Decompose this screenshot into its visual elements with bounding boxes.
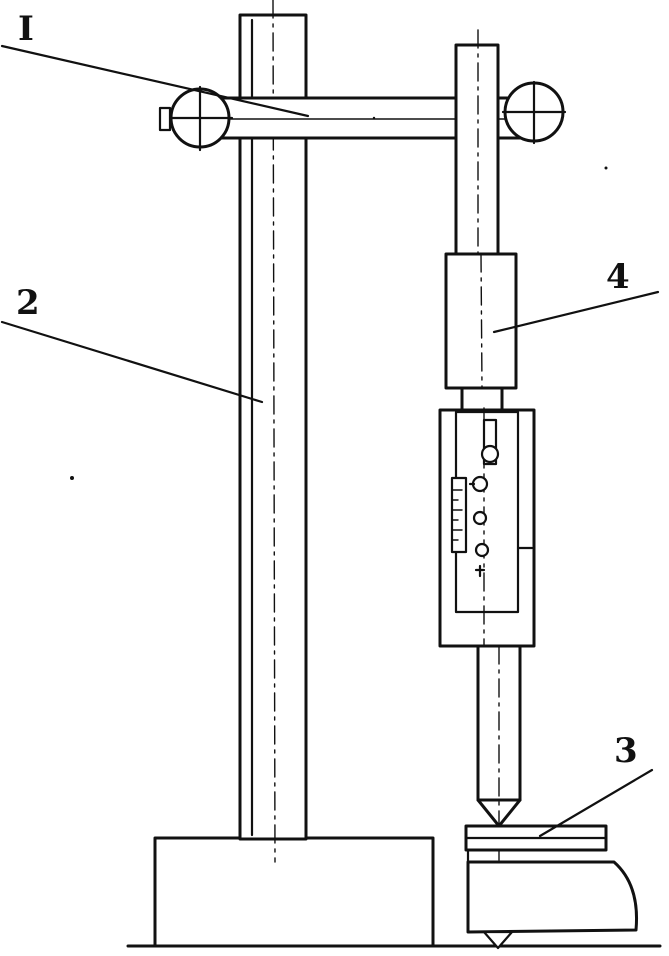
left-clamp-knob [158, 85, 234, 152]
leader-line-4 [492, 290, 660, 334]
speck [372, 116, 376, 120]
guide-rod [454, 29, 500, 257]
label-part-2: 2 [16, 283, 40, 323]
label-part-1: I [18, 9, 34, 49]
leader-line-3 [538, 768, 654, 838]
leader-line-1 [0, 44, 310, 118]
specimen-plate [464, 824, 608, 852]
rod-middle [460, 386, 504, 412]
support-block [466, 848, 639, 950]
leader-line-2 [0, 320, 264, 404]
base-block [153, 836, 435, 948]
speck [604, 166, 608, 170]
probe-rod [476, 644, 522, 861]
speck [70, 476, 74, 480]
main-column [238, 0, 308, 863]
slider-block [444, 252, 518, 390]
gauge-pointer [468, 418, 500, 578]
label-part-3: 3 [614, 731, 638, 771]
measurement-scale [450, 476, 468, 554]
label-part-4: 4 [606, 257, 630, 297]
right-clamp-knob [501, 80, 567, 145]
